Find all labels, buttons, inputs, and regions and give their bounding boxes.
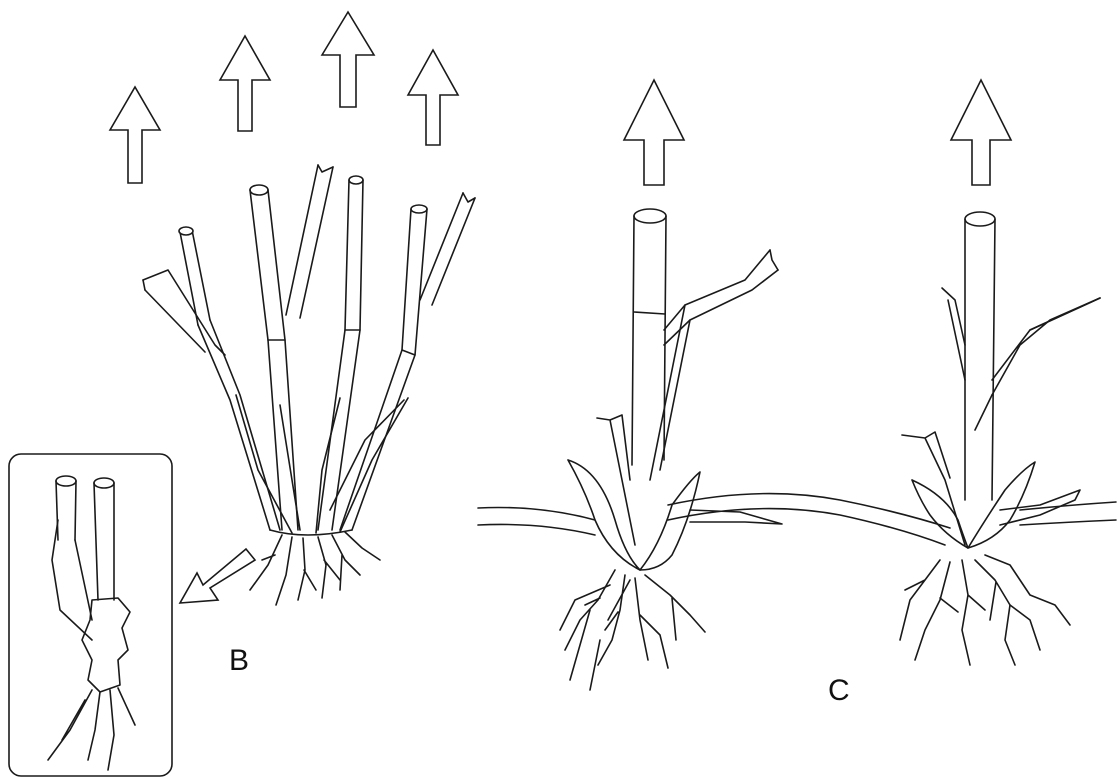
inset-panel: [9, 454, 172, 776]
upward-arrow-b1: [110, 87, 160, 183]
upward-arrow-c2: [951, 80, 1011, 185]
group-b-arrows: [110, 12, 458, 183]
group-c-arrows: [624, 80, 1011, 185]
upward-arrow-b2: [220, 36, 270, 131]
upward-arrow-b4: [408, 50, 458, 145]
upward-arrow-c1: [624, 80, 684, 185]
upward-arrow-b3: [322, 12, 374, 107]
plant-c2: [900, 212, 1100, 665]
group-b-clump: [143, 165, 475, 605]
diagonal-arrow-to-inset: [180, 549, 255, 603]
label-c: C: [828, 674, 850, 707]
plant-c1: [560, 209, 782, 690]
label-b: B: [229, 644, 249, 677]
